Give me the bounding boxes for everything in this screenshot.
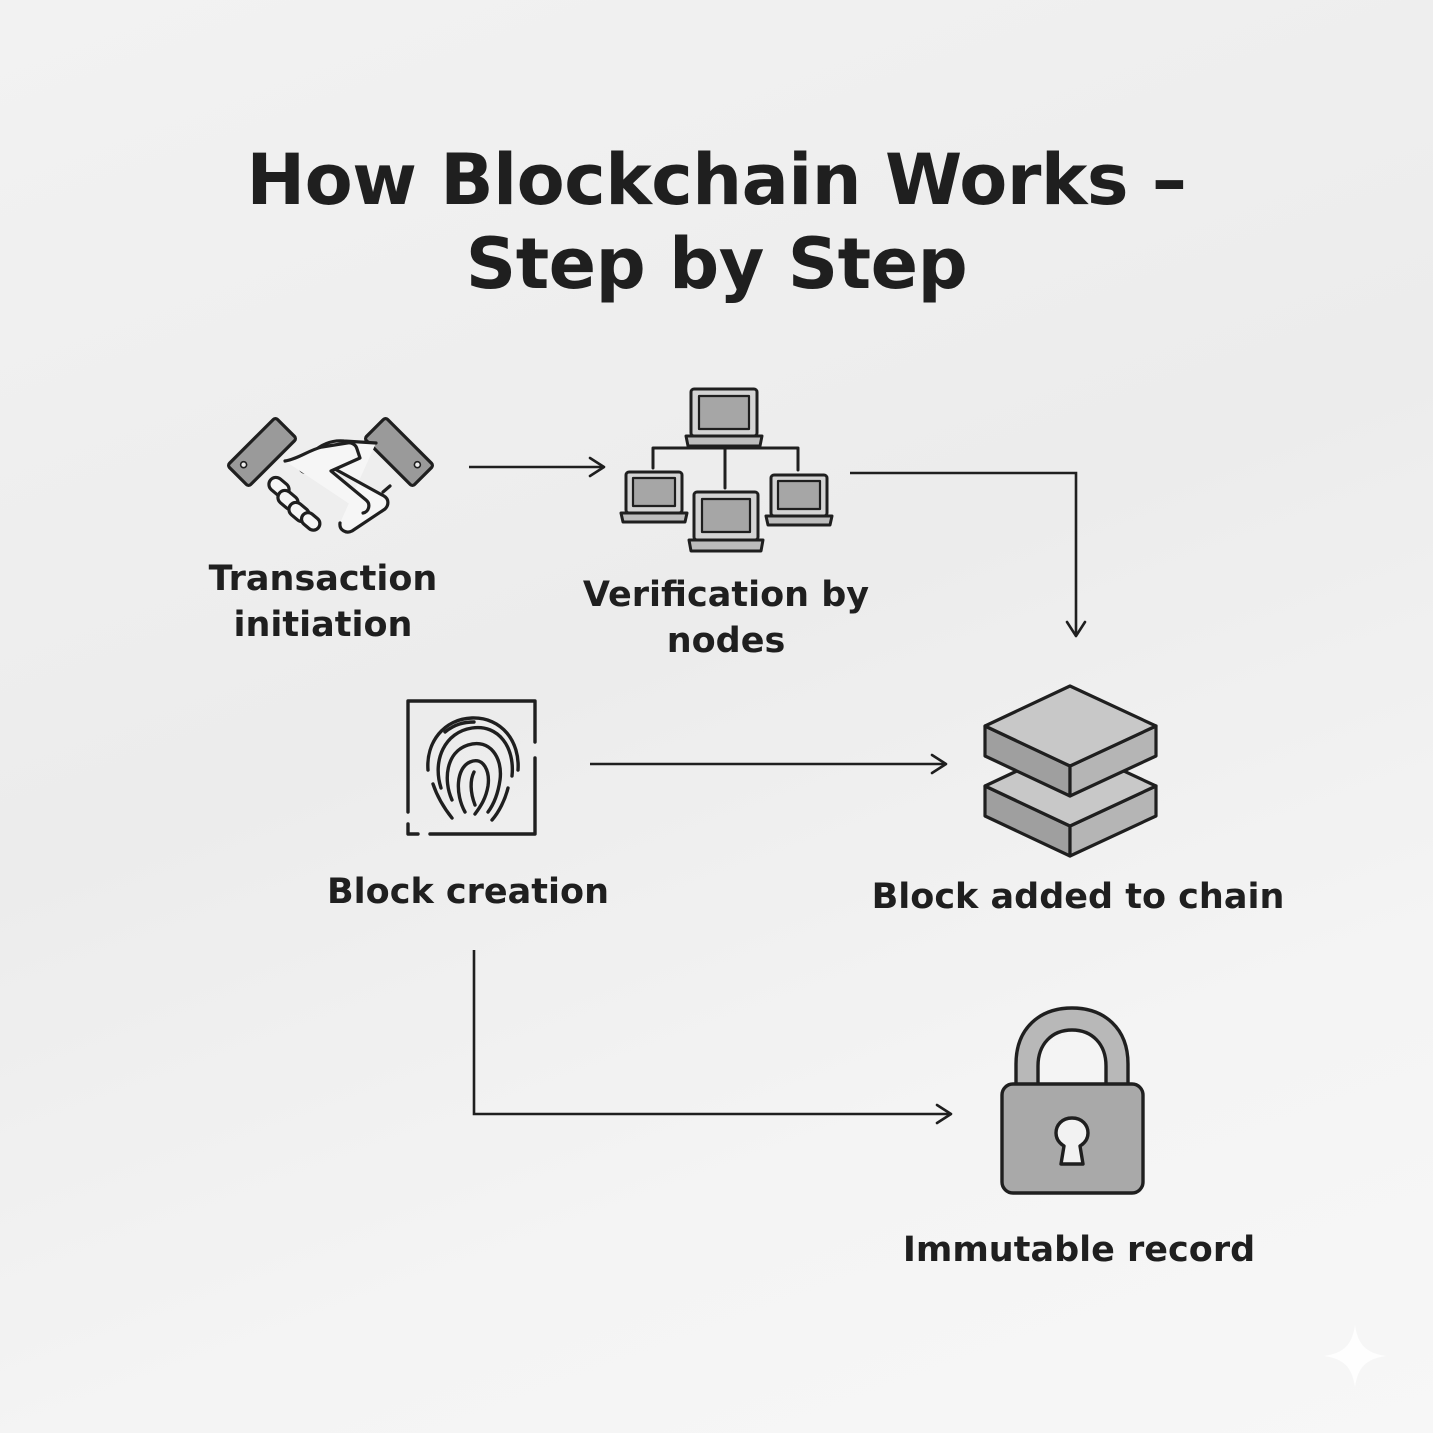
handshake-icon (226, 416, 435, 534)
step-label-line: Block creation (327, 872, 609, 912)
step-label-line: Verification by (582, 575, 870, 615)
step-label-block-creation: Block creation (308, 869, 628, 915)
step-label-line: initiation (233, 605, 413, 645)
title-line-1: How Blockchain Works – (246, 139, 1187, 221)
step-label-block-added: Block added to chain (858, 874, 1298, 920)
step-label-line: Block added to chain (871, 877, 1285, 917)
arrow-block-creation-to-immutable (472, 950, 953, 1125)
step-label-line: Transaction (208, 559, 438, 599)
padlock-icon (1000, 1006, 1145, 1195)
step-label-transaction: Transaction initiation (183, 556, 463, 648)
flow-arrows (469, 456, 1087, 1125)
arrow-verification-to-block-added (850, 471, 1087, 638)
title-line-2: Step by Step (465, 223, 968, 305)
network-laptops-icon (619, 387, 834, 553)
step-label-immutable: Immutable record (879, 1227, 1279, 1273)
step-label-verification: Verification by nodes (566, 572, 886, 664)
step-label-line: Immutable record (902, 1230, 1256, 1270)
page-title: How Blockchain Works – Step by Step (0, 138, 1433, 306)
sparkle-icon (1324, 1325, 1386, 1387)
fingerprint-icon (406, 699, 537, 836)
stacked-blocks-icon (983, 684, 1158, 858)
step-label-line: nodes (666, 621, 786, 661)
